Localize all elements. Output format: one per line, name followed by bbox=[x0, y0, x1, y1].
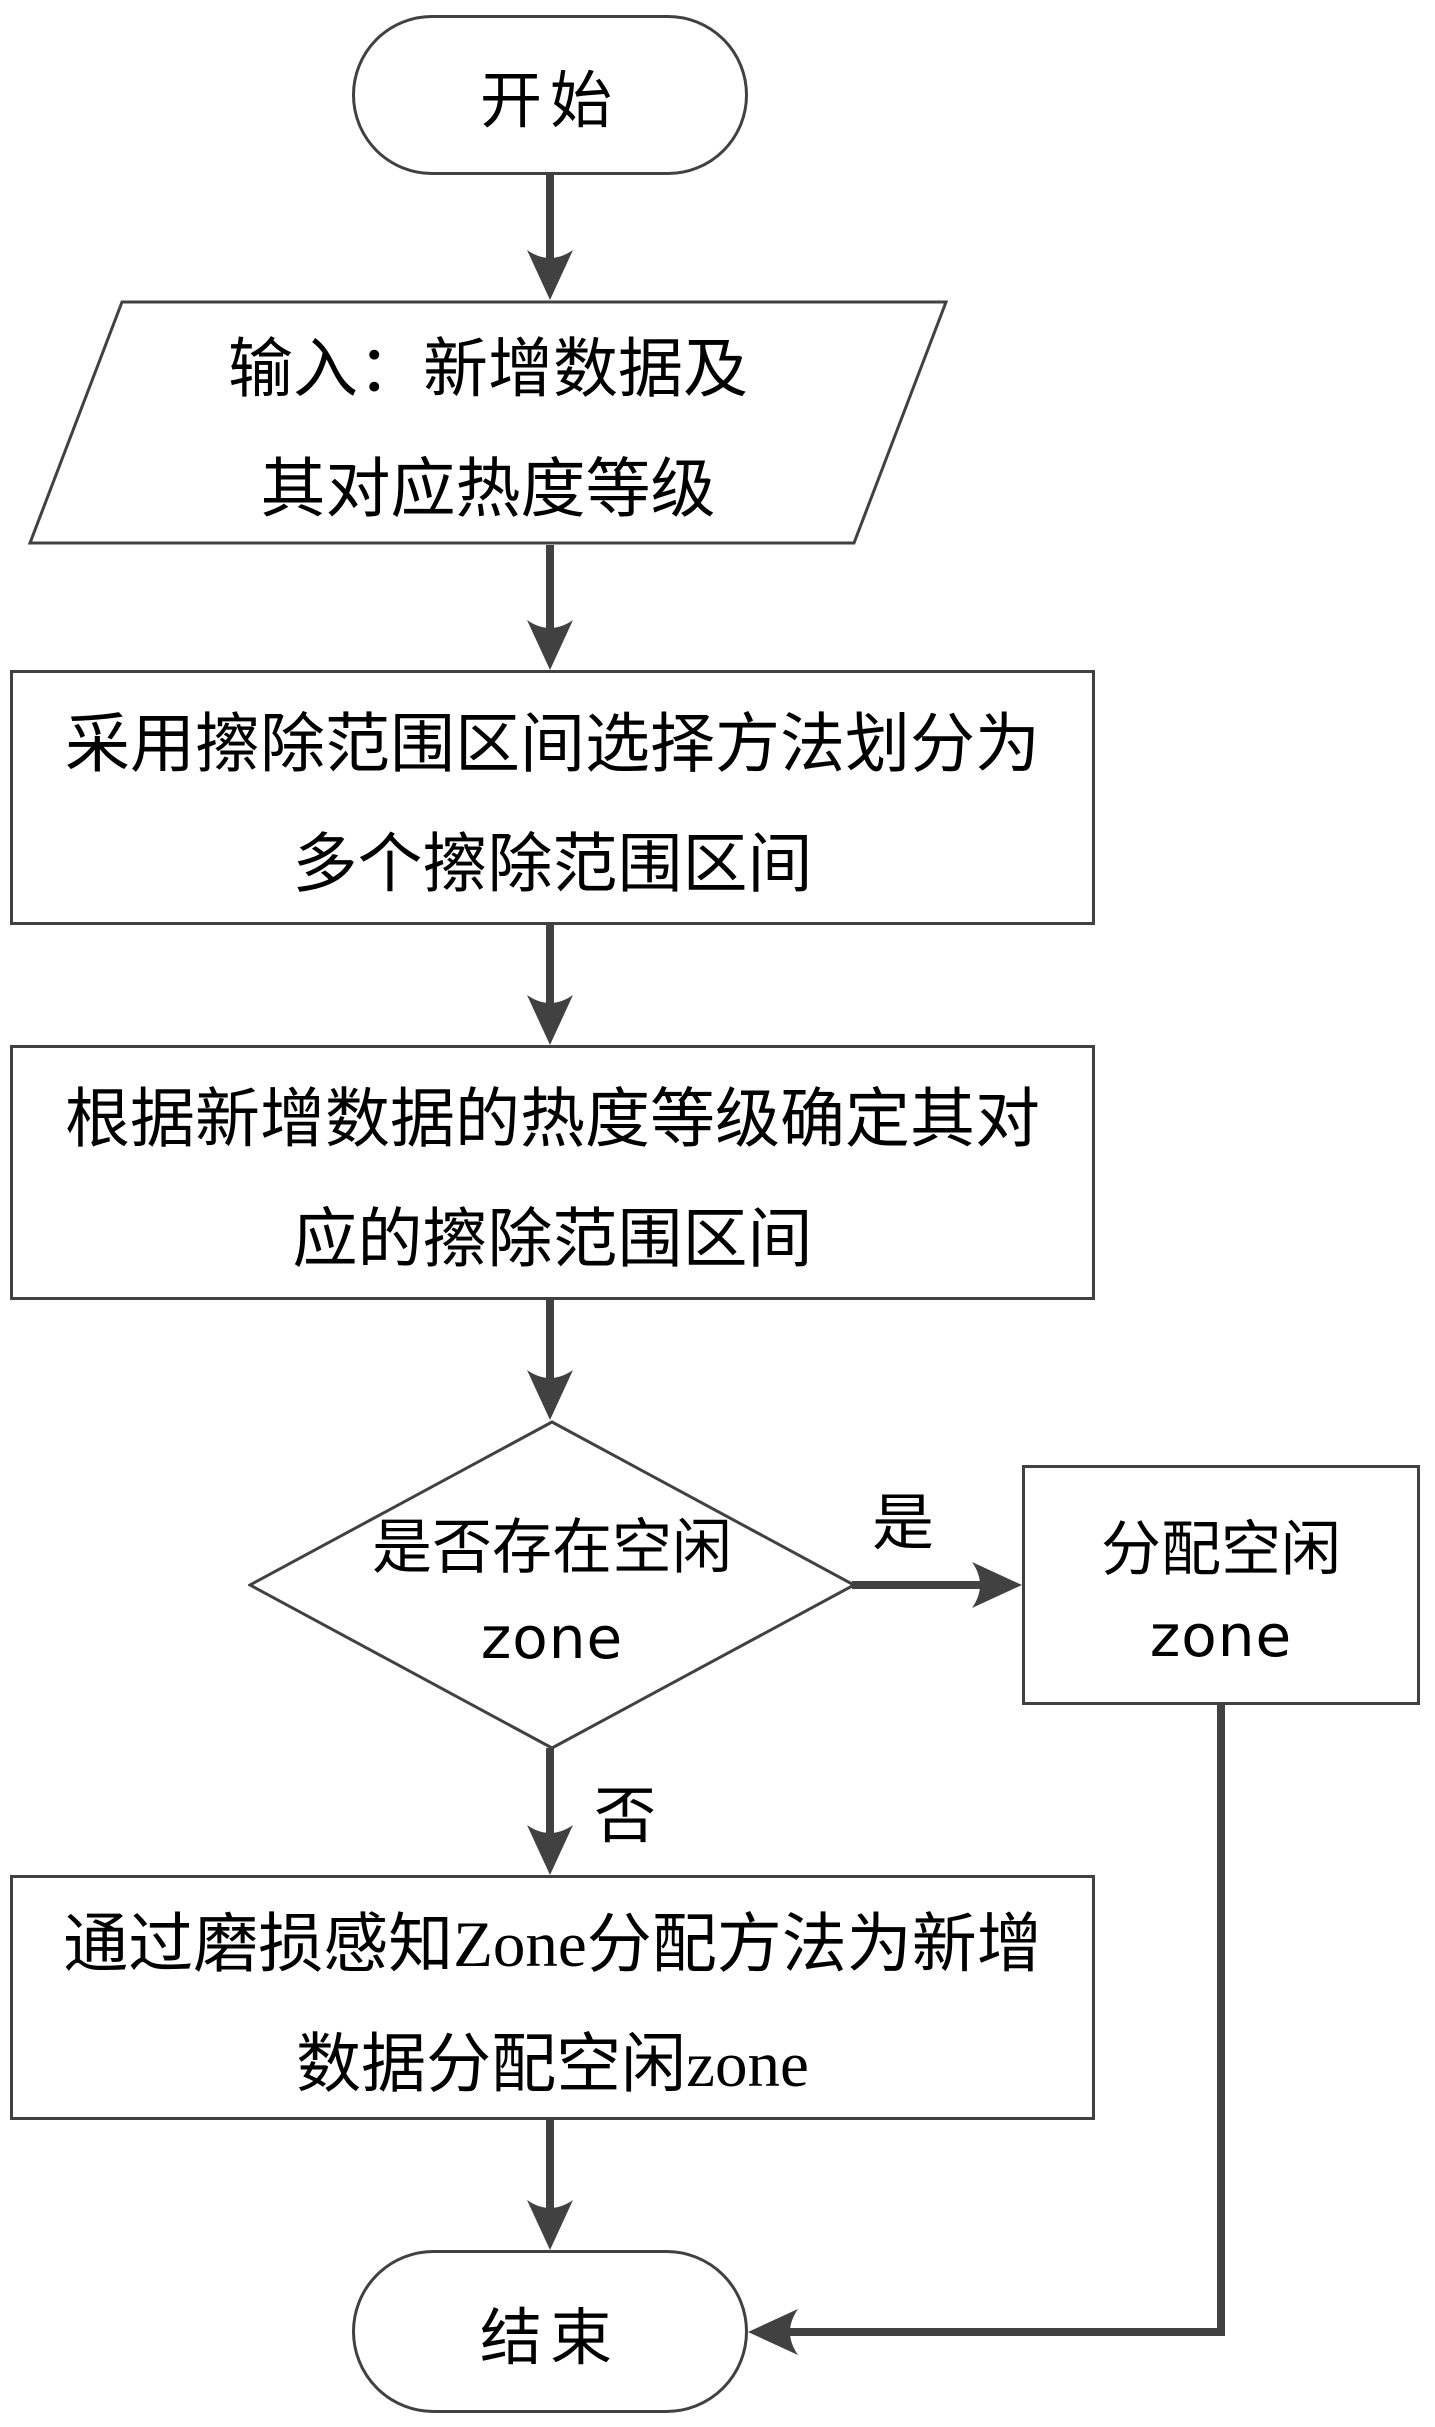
determine-range-line-1: 根据新增数据的热度等级确定其对 bbox=[64, 1083, 1040, 1156]
input-node: 输入：新增数据及 其对应热度等级 bbox=[28, 300, 948, 545]
edge-wear-to-end bbox=[527, 2120, 573, 2250]
parallelogram-shape bbox=[28, 300, 948, 545]
end-node: 结束 bbox=[352, 2250, 748, 2413]
input-line-2: 其对应热度等级 bbox=[260, 453, 716, 526]
wear-aware-line-2: 数据分配空闲zone bbox=[296, 2028, 809, 2101]
determine-range-node: 根据新增数据的热度等级确定其对 应的擦除范围区间 bbox=[10, 1045, 1095, 1300]
determine-range-line-2: 应的擦除范围区间 bbox=[292, 1203, 813, 1276]
split-ranges-line-1: 采用擦除范围区间选择方法划分为 bbox=[64, 708, 1040, 781]
edge-decision-no bbox=[527, 1748, 573, 1875]
arrowhead-right-icon bbox=[972, 1562, 1022, 1608]
wear-aware-allocate-node: 通过磨损感知Zone分配方法为新增 数据分配空闲zone bbox=[10, 1875, 1095, 2120]
free-zone-decision-node: 是否存在空闲 zone bbox=[248, 1420, 856, 1750]
edge-input-to-split bbox=[527, 545, 573, 670]
end-label: 结束 bbox=[479, 2304, 620, 2373]
arrowhead-down-icon bbox=[527, 1825, 573, 1875]
start-label: 开始 bbox=[479, 68, 620, 136]
decision-line-1: 是否存在空闲 bbox=[372, 1514, 732, 1581]
arrowhead-down-icon bbox=[527, 995, 573, 1045]
allocate-free-zone-node: 分配空闲 zone bbox=[1022, 1465, 1420, 1705]
arrowhead-down-icon bbox=[527, 2200, 573, 2250]
edge-start-to-input bbox=[527, 175, 573, 300]
edge-determine-to-decision bbox=[527, 1300, 573, 1420]
allocate-line-1: 分配空闲 bbox=[1101, 1516, 1341, 1583]
input-line-1: 输入：新增数据及 bbox=[227, 333, 748, 406]
wear-aware-line-1: 通过磨损感知Zone分配方法为新增 bbox=[63, 1908, 1042, 1981]
split-ranges-line-2: 多个擦除范围区间 bbox=[292, 828, 813, 901]
decision-line-2: zone bbox=[480, 1603, 624, 1672]
no-branch-label: 否 bbox=[594, 1783, 657, 1851]
arrowhead-left-icon bbox=[748, 2309, 798, 2355]
edge-allocate-to-end bbox=[748, 1705, 1225, 2355]
allocate-line-2: zone bbox=[1149, 1601, 1293, 1670]
edge-split-to-determine bbox=[527, 925, 573, 1045]
yes-branch-label: 是 bbox=[872, 1490, 935, 1558]
start-node: 开始 bbox=[352, 15, 748, 175]
arrowhead-down-icon bbox=[527, 620, 573, 670]
arrowhead-down-icon bbox=[527, 1370, 573, 1420]
arrowhead-down-icon bbox=[527, 250, 573, 300]
edge-decision-yes bbox=[852, 1562, 1022, 1608]
split-ranges-node: 采用擦除范围区间选择方法划分为 多个擦除范围区间 bbox=[10, 670, 1095, 925]
diamond-shape bbox=[248, 1420, 856, 1750]
